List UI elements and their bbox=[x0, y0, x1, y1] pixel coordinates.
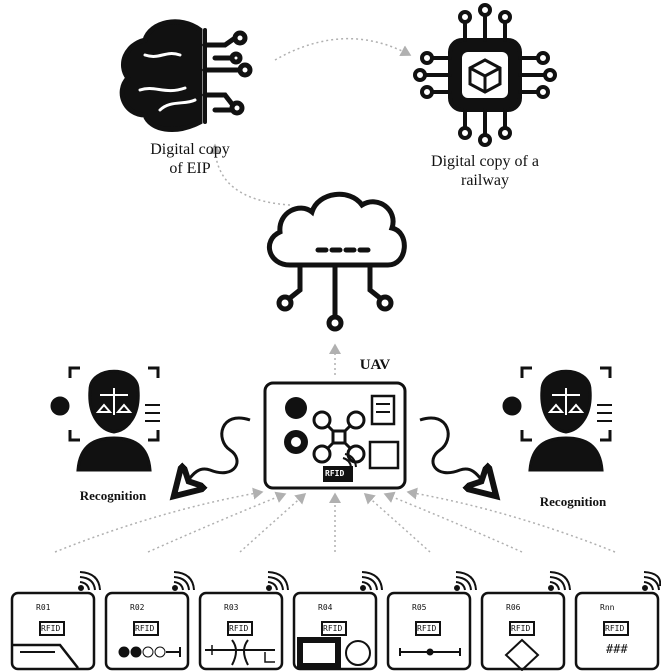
tag-id-rnn: Rnn bbox=[600, 603, 615, 612]
brain-circuit-icon bbox=[119, 19, 253, 132]
tag-id-r04: R04 bbox=[318, 603, 333, 612]
tag-r03 bbox=[198, 591, 284, 671]
recognition-right-label: Recognition bbox=[539, 494, 607, 509]
uav-label: UAV bbox=[359, 357, 391, 373]
rfid-label: RFID bbox=[605, 624, 625, 633]
face-recognition-icon bbox=[50, 366, 160, 472]
tag-id-r05: R05 bbox=[412, 603, 427, 612]
recognition-left-label: Recognition bbox=[79, 488, 147, 503]
cloud-network-icon bbox=[267, 191, 407, 332]
tag-r04 bbox=[292, 591, 378, 671]
tag-id-r06: R06 bbox=[506, 603, 521, 612]
tag-r06 bbox=[480, 591, 566, 671]
chip-circuit-icon bbox=[413, 3, 557, 147]
wifi-signal-icon bbox=[78, 571, 661, 591]
railway-label: Digital copy of a railway bbox=[431, 153, 539, 189]
tag-id-r02: R02 bbox=[130, 603, 145, 612]
wavy-arrow-left bbox=[178, 416, 251, 492]
tag-r01 bbox=[10, 591, 96, 671]
tag-r05 bbox=[386, 591, 472, 671]
rfid-label: RFID bbox=[135, 624, 155, 633]
tag-id-r03: R03 bbox=[224, 603, 239, 612]
rfid-label: RFID bbox=[41, 624, 61, 633]
eip-label: Digital copy of EIP bbox=[150, 141, 230, 177]
tag-rnn bbox=[574, 591, 660, 671]
uav-box bbox=[263, 381, 407, 490]
rfid-label: RFID bbox=[323, 624, 343, 633]
rfid-label: RFID bbox=[229, 624, 249, 633]
rfid-label: RFID bbox=[417, 624, 437, 633]
tag-hash: ### bbox=[606, 642, 628, 656]
tag-id-r01: R01 bbox=[36, 603, 51, 612]
arrow-eip-to-railway bbox=[274, 37, 412, 61]
wavy-arrow-right bbox=[419, 416, 492, 492]
rfid-icon: RFID bbox=[325, 469, 345, 478]
arrow-cloud-to-eip bbox=[209, 143, 291, 206]
tag-to-uav-arrows bbox=[54, 487, 616, 553]
rfid-label: RFID bbox=[511, 624, 531, 633]
face-recognition-icon bbox=[502, 366, 612, 472]
tag-r02 bbox=[104, 591, 190, 671]
